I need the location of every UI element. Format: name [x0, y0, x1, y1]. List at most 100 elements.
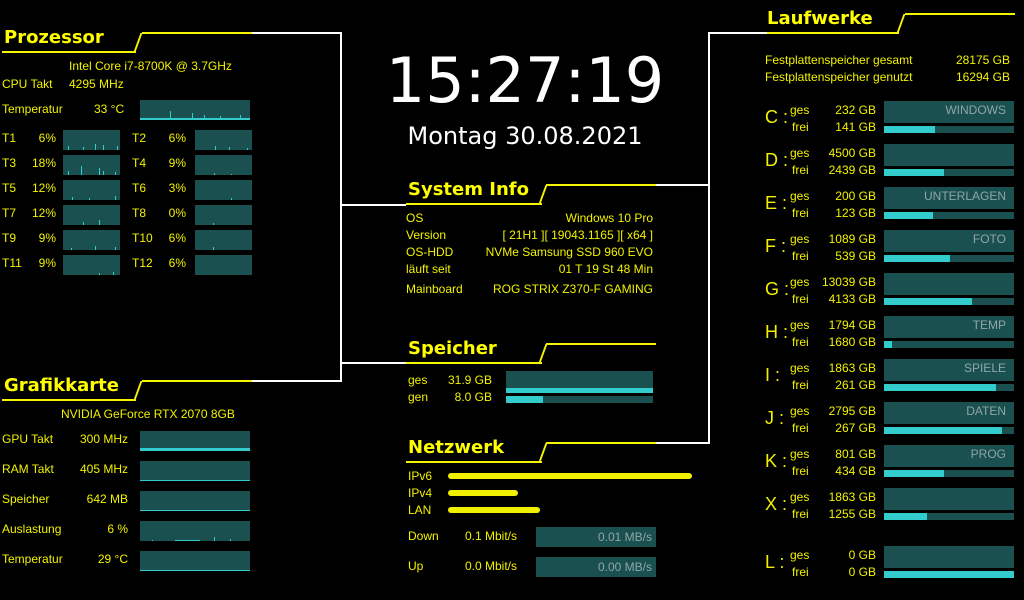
header-underline	[406, 362, 542, 364]
drive-activity-graph: WINDOWS	[884, 101, 1014, 123]
gpu-model: NVIDIA GeForce RTX 2070 8GB	[61, 407, 235, 421]
drive-total-label: ges	[790, 447, 810, 461]
header-overline	[905, 13, 1015, 15]
upload-label: Up	[408, 559, 424, 573]
drive-total-label: ges	[790, 318, 810, 332]
drive-usage-fill	[884, 427, 1003, 434]
drive-free-value: 123 GB	[835, 206, 876, 220]
drive-free-value: 539 GB	[835, 249, 876, 263]
header-underline	[2, 399, 136, 401]
drive-free-value: 0 GB	[848, 565, 876, 579]
drive-letter: D :	[765, 150, 789, 170]
thread-value: 6%	[168, 231, 186, 245]
cpu-temp-graph	[140, 100, 250, 120]
clock-time: 15:27:19	[385, 44, 665, 117]
thread-graph	[63, 130, 120, 150]
thread-value: 9%	[38, 231, 56, 245]
drive-letter: I :	[765, 365, 781, 385]
gpu-takt-graph	[140, 431, 250, 451]
cpu-model: Intel Core i7-8700K @ 3.7GHz	[69, 59, 232, 73]
drive-activity-graph: FOTO	[884, 230, 1014, 252]
drive-total-label: ges	[790, 548, 810, 562]
sysinfo-value: NVMe Samsung SSD 960 EVO	[485, 245, 653, 259]
gpu-row-value: 29 °C	[97, 552, 128, 566]
drive-usage-bar	[884, 212, 1014, 219]
drive-free-label: frei	[792, 507, 809, 521]
drive-name: DATEN	[966, 404, 1006, 418]
drive-total-label: ges	[790, 189, 810, 203]
disk-used-value: 16294 GB	[955, 70, 1010, 84]
memory-used-label: gen	[408, 390, 429, 404]
connector-line	[250, 380, 342, 382]
connector-line	[615, 442, 710, 444]
thread-label: T12	[132, 256, 153, 270]
drive-letter: E :	[765, 193, 788, 213]
drive-free-value: 434 GB	[835, 464, 876, 478]
thread-label: T9	[2, 231, 17, 245]
sysinfo-label: OS-HDD	[406, 245, 454, 259]
drive-total-value: 232 GB	[835, 103, 876, 117]
connector-line	[708, 32, 768, 34]
thread-value: 0%	[168, 206, 186, 220]
drive-usage-bar	[884, 470, 1014, 477]
thread-label: T11	[2, 256, 22, 270]
header-underline	[406, 203, 542, 205]
thread-label: T5	[2, 181, 17, 195]
connector-line	[340, 204, 406, 206]
disk-total-value: 28175 GB	[955, 53, 1010, 67]
drive-total-label: ges	[790, 275, 810, 289]
drive-free-label: frei	[792, 206, 809, 220]
drive-usage-bar	[884, 169, 1014, 176]
processor-title: Prozessor	[4, 27, 104, 48]
header-slash	[133, 33, 143, 52]
gpu-row-label: Temperatur	[2, 552, 63, 566]
drive-name: WINDOWS	[945, 103, 1006, 117]
header-underline	[2, 51, 136, 53]
drive-usage-fill	[884, 169, 944, 176]
thread-graph	[63, 205, 120, 225]
gpu-title: Grafikkarte	[4, 375, 119, 396]
ipv6-redacted	[448, 473, 692, 479]
drive-total-value: 2795 GB	[828, 404, 876, 418]
header-slash	[538, 443, 548, 462]
drive-usage-bar	[884, 298, 1014, 305]
thread-label: T2	[132, 131, 147, 145]
drive-name: TEMP	[972, 318, 1006, 332]
thread-graph	[195, 255, 252, 275]
drive-usage-fill	[884, 126, 935, 133]
thread-graph	[195, 205, 252, 225]
gpu-row-value: 642 MB	[86, 492, 128, 506]
drive-usage-fill	[884, 341, 892, 348]
drive-usage-fill	[884, 255, 951, 262]
drive-activity-graph	[884, 546, 1014, 568]
network-title: Netzwerk	[408, 437, 505, 458]
drive-total-value: 1089 GB	[828, 232, 876, 246]
drive-free-label: frei	[792, 163, 809, 177]
memory-used-value: 8.0 GB	[454, 390, 492, 404]
download-value: 0.1 Mbit/s	[465, 529, 518, 543]
upload-graph: 0.00 MB/s	[536, 557, 656, 577]
cpu-temp-value: 33 °C	[94, 102, 125, 116]
sysinfo-label: OS	[406, 211, 424, 225]
drive-name: PROG	[970, 447, 1006, 461]
download-graph: 0.01 MB/s	[536, 527, 656, 547]
thread-graph	[195, 155, 252, 175]
header-slash	[538, 185, 548, 204]
drive-free-label: frei	[792, 335, 809, 349]
header-underline	[406, 461, 542, 463]
cpu-takt-label: CPU Takt	[2, 77, 53, 91]
thread-label: T4	[132, 156, 147, 170]
thread-value: 12%	[31, 181, 56, 195]
drive-total-value: 0 GB	[848, 548, 876, 562]
thread-label: T8	[132, 206, 147, 220]
drive-free-label: frei	[792, 292, 809, 306]
drive-free-value: 1680 GB	[828, 335, 876, 349]
cpu-temp-label: Temperatur	[2, 102, 63, 116]
connector-line	[340, 362, 406, 364]
sysinfo-label: Version	[406, 228, 447, 242]
drive-usage-bar	[884, 255, 1014, 262]
drive-total-label: ges	[790, 490, 810, 504]
drive-free-label: frei	[792, 120, 809, 134]
drive-usage-fill	[884, 513, 927, 520]
drive-usage-fill	[884, 212, 934, 219]
